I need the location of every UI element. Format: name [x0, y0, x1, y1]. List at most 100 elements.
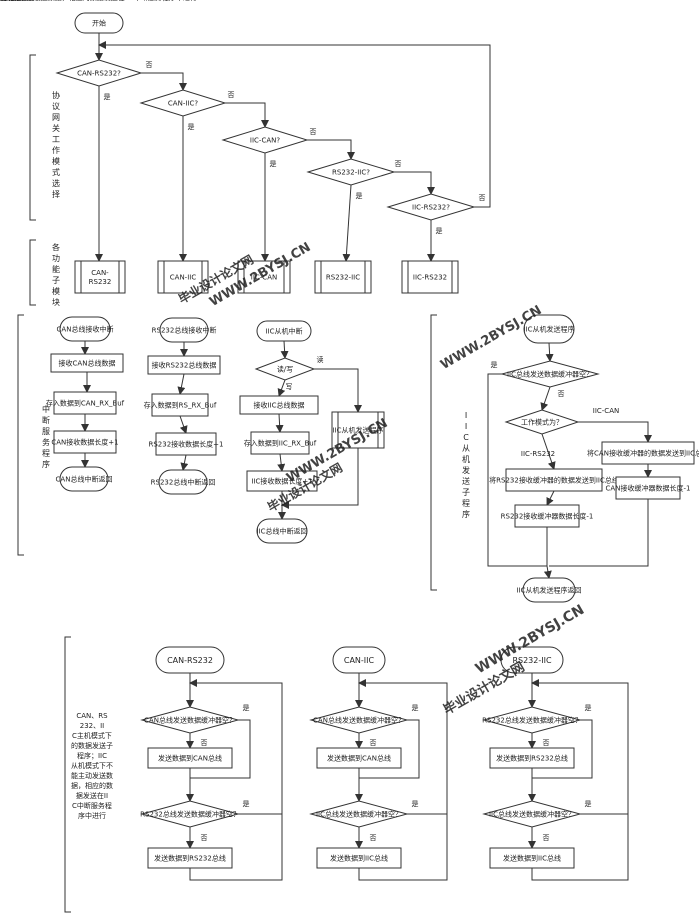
start-node: 开始 [74, 12, 124, 34]
isr-rs-len-label: RS232接收数据长度+1 [149, 439, 224, 448]
edge-iicsend-rs [541, 433, 556, 470]
col1-title-label: CAN-RS232 [167, 656, 213, 665]
isr-rs-len: RS232接收数据长度+1 [149, 432, 224, 456]
isr-iic-store-label: 存入数据到IIC_RX_Buf [244, 438, 317, 447]
col2-label-d2-yes: 是 [412, 800, 419, 808]
isr-can-start-label: CAN总线接收中断 [57, 324, 114, 333]
isr-iic-decision-label: 读/写 [277, 364, 293, 373]
edge-d5-no-loop [98, 41, 491, 208]
isr-iic-start-label: IIC从机中断 [265, 326, 302, 335]
label-d5-no: 否 [479, 194, 486, 202]
iicsend-rs-send-label: 将RS232接收缓冲器的数据发送到IIC总线 [489, 475, 619, 484]
module-can-rs232: CAN-RS232 [74, 260, 126, 294]
isr-rs-store-label: 存入数据到RS_RX_Buf [144, 400, 217, 409]
label-iic-read: 读 [317, 355, 324, 364]
col1-title: CAN-RS232 [155, 646, 225, 674]
iicsend-start: IIC从机发送程序 [523, 314, 575, 344]
isr-can-end-label: CAN总线中断返回 [56, 474, 113, 483]
isr-iic-len: IIC接收数据长度+1 [246, 470, 318, 492]
col2-label-d1-no: 否 [370, 739, 377, 747]
label-iicsend-can: IIC-CAN [593, 407, 619, 415]
module-iic-rs232: IIC-RS232 [401, 260, 459, 294]
col3-title-label: RS232-IIC [512, 656, 552, 665]
isr-can-recv-label: 接收CAN总线数据 [59, 358, 116, 367]
label-d1-no: 否 [146, 61, 153, 69]
edge-iicsend-no [540, 386, 551, 411]
iicsend-buffer-empty: IIC总线发送数据缓冲器空？ [500, 360, 600, 388]
module-can-iic: CAN-IIC [157, 260, 209, 294]
iicsend-mode: 工作模式为？ [504, 409, 580, 435]
isr-iic-len-label: IIC接收数据长度+1 [251, 476, 312, 485]
col1-label-d2-yes: 是 [243, 800, 250, 808]
module-can-rs232-label-line-2: RS232 [89, 278, 112, 286]
isr-rs-store: 存入数据到RS_RX_Buf [144, 393, 217, 417]
iicsend-buffer-empty-label: IIC总线发送数据缓冲器空？ [507, 369, 593, 378]
decision-can-iic-label: CAN-IIC? [168, 99, 198, 107]
edge-iicsend-rs-end [543, 527, 552, 579]
label-iicsend-no: 否 [558, 390, 565, 398]
isr-iic-end-label: IIC总线中断返回 [256, 526, 307, 535]
edge-iicsend-rs-2 [546, 490, 555, 506]
edge-isr-iic-read [314, 368, 362, 413]
col1-decision-2-label: RS232总线发送数据缓冲器空？ [140, 809, 240, 818]
decision-rs232-iic: RS232-IIC? [306, 158, 396, 186]
iicsend-can-len: CAN接收缓冲器数据长度-1 [606, 476, 691, 500]
col1-label-d2-no: 否 [201, 834, 208, 842]
col1-decision-1: CAN总线发送数据缓冲器空？ [140, 706, 240, 734]
edge-isr-iic-write [277, 379, 286, 397]
col3-edge-d1-yes [532, 719, 593, 779]
col3-decision-2-label: IIC总线发送数据缓冲器空？ [489, 809, 575, 818]
edge-d3-no [307, 139, 355, 160]
label-d3-yes: 是 [270, 160, 277, 168]
iicsend-can-len-label: CAN接收缓冲器数据长度-1 [606, 483, 691, 492]
col3-label-d1-no: 否 [543, 739, 550, 747]
start-node-label: 开始 [92, 18, 106, 27]
col3-send-1-label: 发送数据到RS232总线 [496, 753, 568, 762]
label-d2-yes: 是 [188, 123, 195, 131]
col3-decision-2: IIC总线发送数据缓冲器空？ [482, 800, 582, 828]
isr-rs-end-label: RS232总线中断返回 [151, 477, 216, 486]
bracket-iic-send [430, 314, 437, 591]
decision-iic-rs232: IIC-RS232? [386, 193, 476, 221]
col2-decision-1-label: CAN总线发送数据缓冲器空？ [313, 715, 405, 724]
edge-iicsend-1 [545, 342, 554, 362]
module-iic-rs232-label: IIC-RS232 [413, 273, 447, 281]
edge-d4-yes [342, 184, 352, 262]
isr-can-end: CAN总线中断返回 [56, 466, 113, 492]
label-iicsend-rs: IIC-RS232 [521, 450, 555, 458]
module-can-rs232-label-line-1: CAN- [91, 269, 109, 277]
iicsend-mode-label: 工作模式为？ [521, 417, 563, 426]
isr-iic-end: IIC总线中断返回 [256, 518, 308, 544]
isr-rs-end: RS232总线中断返回 [151, 469, 216, 495]
label-d2-no: 否 [228, 91, 235, 99]
isr-iic-start: IIC从机中断 [256, 320, 312, 342]
decision-can-rs232-label: CAN-RS232? [77, 69, 121, 77]
isr-iic-recv-label: 接收IIC总线数据 [253, 400, 304, 409]
label-d4-yes: 是 [356, 192, 363, 200]
decision-rs232-iic-label: RS232-IIC? [332, 168, 370, 176]
col2-send-1: 发送数据到CAN总线 [316, 747, 402, 769]
col1-decision-2: RS232总线发送数据缓冲器空？ [140, 800, 240, 828]
col1-decision-1-label: CAN总线发送数据缓冲器空？ [144, 715, 236, 724]
col1-edge-loop [189, 679, 283, 881]
isr-iic-decision: 读/写 [254, 357, 316, 381]
col1-label-d1-yes: 是 [243, 704, 250, 712]
module-rs232-iic-label: RS232-IIC [326, 273, 360, 281]
decision-can-iic: CAN-IIC? [139, 89, 227, 117]
col1-label-d1-no: 否 [201, 739, 208, 747]
col2-edge-d1-yes [359, 719, 420, 779]
decision-can-rs232: CAN-RS232? [55, 59, 143, 87]
isr-iic-recv: 接收IIC总线数据 [239, 395, 319, 415]
iicsend-start-label: IIC从机发送程序 [523, 324, 574, 333]
edge-isr-rs-2 [177, 373, 186, 395]
col3-label-d2-yes: 是 [585, 800, 592, 808]
col1-send-2: 发送数据到RS232总线 [147, 847, 233, 869]
decision-iic-can: IIC-CAN? [221, 126, 309, 154]
col2-label-d1-yes: 是 [412, 704, 419, 712]
edge-isr-iic-3 [277, 453, 286, 472]
isr-rs-start: RS232总线接收中断 [152, 317, 216, 343]
isr-can-recv: 接收CAN总线数据 [50, 353, 124, 373]
iicsend-end-label: IIC从机发送程序返回 [516, 585, 581, 594]
bracket-mode-select [29, 54, 36, 221]
